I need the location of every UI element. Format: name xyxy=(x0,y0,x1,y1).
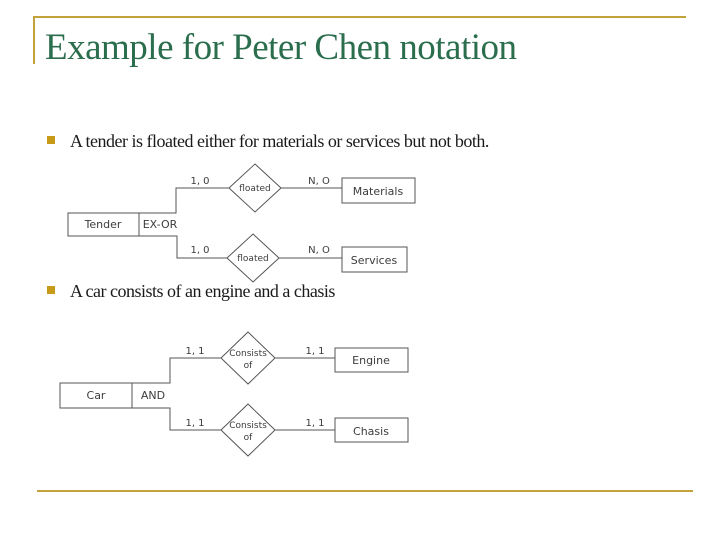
connector-car-bottom xyxy=(132,407,221,431)
relationship-label-floated-top: floated xyxy=(239,184,270,194)
entity-label-chasis: Chasis xyxy=(353,425,389,438)
relationship-label-consists-bottom-line1: Consists xyxy=(229,421,267,431)
bullet-item-tender: A tender is floated either for materials… xyxy=(47,131,489,152)
relationship-label-consists-top-line2: of xyxy=(244,361,254,371)
er-diagram-tender: Tender EX-OR 1, 0 floated N, O Materials… xyxy=(67,163,416,283)
relationship-diamond-floated-top xyxy=(228,163,282,213)
bullet-text-car: A car consists of an engine and a chasis xyxy=(70,281,335,301)
relationship-label-consists-bottom-line2: of xyxy=(244,433,254,443)
gate-label-and: AND xyxy=(141,389,165,402)
cardinality-bottom-right: N, O xyxy=(308,245,330,256)
entity-box-tender xyxy=(67,212,140,237)
bullet-item-car: A car consists of an engine and a chasis xyxy=(47,281,335,302)
cardinality-top-left: 1, 0 xyxy=(190,176,209,187)
entity-box-materials xyxy=(341,177,416,204)
relationship-diamond-floated-bottom xyxy=(226,233,280,283)
bullet-square-icon xyxy=(47,286,55,294)
entity-label-materials: Materials xyxy=(353,185,404,198)
entity-label-tender: Tender xyxy=(84,218,122,231)
cardinality-bottom-right: 1, 1 xyxy=(305,418,324,429)
entity-label-engine: Engine xyxy=(352,354,390,367)
entity-box-chasis xyxy=(334,417,409,443)
cardinality-top-right: 1, 1 xyxy=(305,346,324,357)
gate-label-exor: EX-OR xyxy=(143,218,178,231)
cardinality-top-right: N, O xyxy=(308,176,330,187)
connector-car-top xyxy=(132,357,221,384)
entity-box-services xyxy=(341,246,408,273)
slide-title: Example for Peter Chen notation xyxy=(45,27,517,68)
entity-label-services: Services xyxy=(351,254,398,267)
connector-tender-bottom xyxy=(139,235,227,259)
er-diagram-car: Car AND 1, 1 Consists of 1, 1 Engine 1, … xyxy=(59,331,409,457)
bottom-accent-rule xyxy=(37,490,693,492)
top-accent-rule xyxy=(33,16,686,18)
cardinality-top-left: 1, 1 xyxy=(185,346,204,357)
relationship-diamond-consists-bottom xyxy=(220,403,276,457)
cardinality-bottom-left: 1, 0 xyxy=(190,245,209,256)
entity-box-car xyxy=(59,382,133,409)
entity-box-engine xyxy=(334,347,409,373)
relationship-label-consists-top-line1: Consists xyxy=(229,349,267,359)
bullet-text-tender: A tender is floated either for materials… xyxy=(70,131,489,151)
bullet-square-icon xyxy=(47,136,55,144)
relationship-diamond-consists-top xyxy=(220,331,276,385)
entity-label-car: Car xyxy=(87,389,106,402)
relationship-label-floated-bottom: floated xyxy=(237,254,268,264)
connector-tender-top xyxy=(139,187,229,214)
cardinality-bottom-left: 1, 1 xyxy=(185,418,204,429)
title-accent-rule xyxy=(33,16,35,64)
